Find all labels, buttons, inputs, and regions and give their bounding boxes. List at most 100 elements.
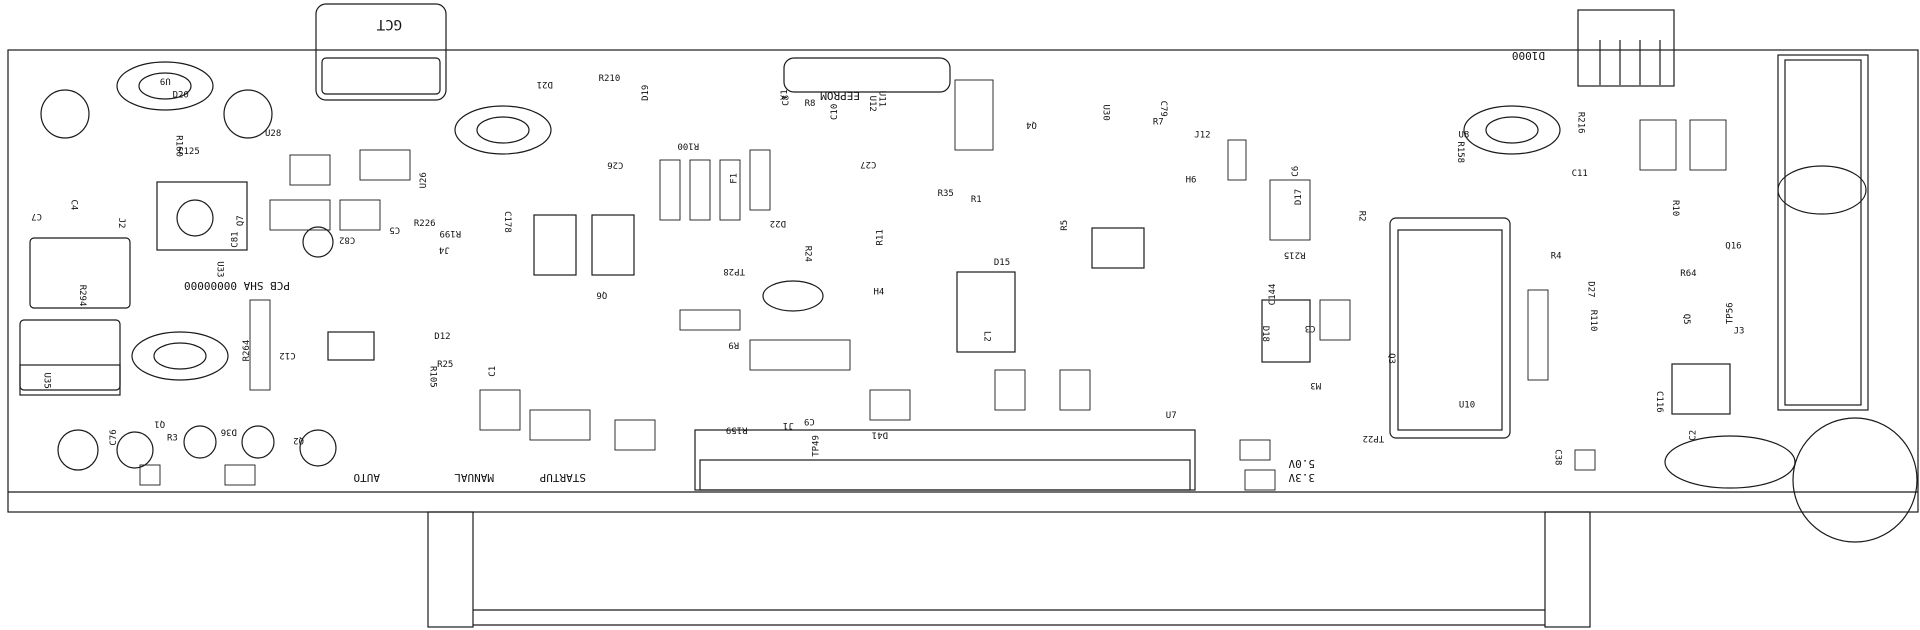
refdes-label: R24	[802, 246, 812, 262]
refdes-label: R64	[1680, 269, 1696, 279]
refdes-label: R8	[805, 99, 816, 109]
ic	[533, 214, 577, 276]
card-slot	[1389, 217, 1511, 439]
refdes-label: J3	[1734, 327, 1745, 337]
refdes-label: C6	[1291, 166, 1301, 177]
refdes-label: C1	[488, 366, 498, 377]
refdes-label: TP22	[1363, 433, 1385, 443]
refdes-label: R160	[173, 135, 183, 157]
eeprom-label: EEPROM	[820, 89, 860, 102]
refdes-label: U33	[215, 261, 225, 277]
refdes-label: TP56	[1726, 302, 1736, 324]
refdes-label: D15	[994, 258, 1010, 268]
refdes-label: J1	[783, 420, 794, 430]
inductor	[29, 237, 131, 309]
refdes-label: R226	[414, 219, 436, 229]
refdes-label: C76	[109, 429, 119, 445]
refdes-label: J12	[1194, 130, 1210, 140]
refdes-label: U7	[1166, 411, 1177, 421]
board-outline	[7, 49, 1919, 513]
inductor	[19, 319, 121, 391]
refdes-label: C8	[782, 95, 792, 106]
refdes-label: L2	[982, 331, 992, 342]
refdes-label: Q7	[236, 215, 246, 226]
usb-c-connector	[315, 3, 447, 101]
eeprom-chip	[783, 57, 951, 93]
silkscreen-labels: GCT EEPROM PCB SHA 00000000 AUTO MANUAL …	[184, 16, 1545, 484]
refdes-label: R216	[1575, 112, 1585, 134]
refdes-label: R105	[428, 366, 438, 388]
mount-hole	[116, 61, 214, 111]
refdes-label: C11	[1572, 169, 1588, 179]
ic	[327, 331, 375, 361]
refdes-label: D22	[770, 218, 786, 228]
refdes-label: D18	[1260, 326, 1270, 342]
refdes-label: R199	[439, 228, 461, 238]
refdes-label: D41	[872, 430, 888, 440]
refdes-label: R159	[726, 425, 748, 435]
refdes-label: TP28	[723, 266, 745, 276]
voltage-label-3v3: 3.3V	[1288, 471, 1315, 484]
mount-hole	[454, 105, 552, 155]
refdes-label: R7	[1153, 117, 1164, 127]
refdes-label: TP49	[812, 435, 822, 457]
refdes-label: U8	[1459, 131, 1470, 141]
refdes-label: M3	[1310, 380, 1321, 390]
refdes-label: F1	[730, 173, 740, 184]
refdes-label: U10	[1459, 400, 1475, 410]
refdes-label: D17	[1294, 189, 1304, 205]
refdes-label: D27	[1585, 281, 1595, 297]
refdes-label: U35	[42, 373, 52, 389]
refdes-label: R110	[1588, 310, 1598, 332]
refdes-label: R9	[728, 339, 739, 349]
refdes-label: R264	[242, 340, 252, 362]
voltage-label-5v: 5.0V	[1288, 457, 1315, 470]
refdes-label: R5	[1060, 220, 1070, 231]
refdes-label: Y1	[780, 89, 790, 100]
refdes-label: Q4	[1026, 120, 1037, 130]
refdes-label: U30	[1100, 105, 1110, 121]
refdes-label: D21	[537, 79, 553, 89]
refdes-label: D36	[221, 427, 237, 437]
ic	[591, 214, 635, 276]
refdes-label: R2	[1356, 211, 1366, 222]
refdes-label: H6	[1186, 175, 1197, 185]
refdes-label: C4	[68, 200, 78, 211]
enclosure-tab-left	[427, 511, 474, 628]
refdes-label: R215	[1284, 250, 1306, 260]
mode-label-startup: STARTUP	[539, 471, 586, 484]
refdes-label: R10	[1670, 200, 1680, 216]
mode-label-auto: AUTO	[354, 471, 381, 484]
refdes-label: R158	[1455, 141, 1465, 163]
refdes-label: C9	[804, 416, 815, 426]
refdes-label: Q3	[1386, 353, 1396, 364]
edge-connector	[1777, 54, 1869, 411]
refdes-label: D19	[641, 85, 651, 101]
usb-c-inner	[321, 57, 441, 95]
mode-label-manual: MANUAL	[454, 471, 494, 484]
refdes-label: U9	[160, 75, 171, 85]
refdes-label: H4	[874, 287, 885, 297]
refdes-label: U11	[877, 91, 887, 107]
refdes-label: Q2	[293, 435, 304, 445]
refdes-label: C116	[1654, 391, 1664, 413]
refdes-label: D12	[434, 332, 450, 342]
header-connector	[1577, 9, 1675, 87]
refdes-label: R25	[437, 360, 453, 370]
refdes-label: R11	[876, 229, 886, 245]
refdes-label: C82	[339, 235, 355, 245]
refdes-label: C5	[389, 224, 400, 234]
refdes-label: R3	[167, 434, 178, 444]
coin-cell	[1792, 417, 1918, 543]
refdes-label: C12	[279, 350, 295, 360]
enclosure-tab-right	[1544, 511, 1591, 628]
mount-hole	[762, 280, 824, 312]
refdes-label: C144	[1268, 284, 1278, 306]
mount-hole	[131, 331, 229, 381]
refdes-label: R210	[599, 74, 621, 84]
refdes-label: Q1	[154, 419, 165, 429]
refdes-label: R100	[677, 141, 699, 151]
board-name-label: D1000	[1512, 49, 1545, 62]
